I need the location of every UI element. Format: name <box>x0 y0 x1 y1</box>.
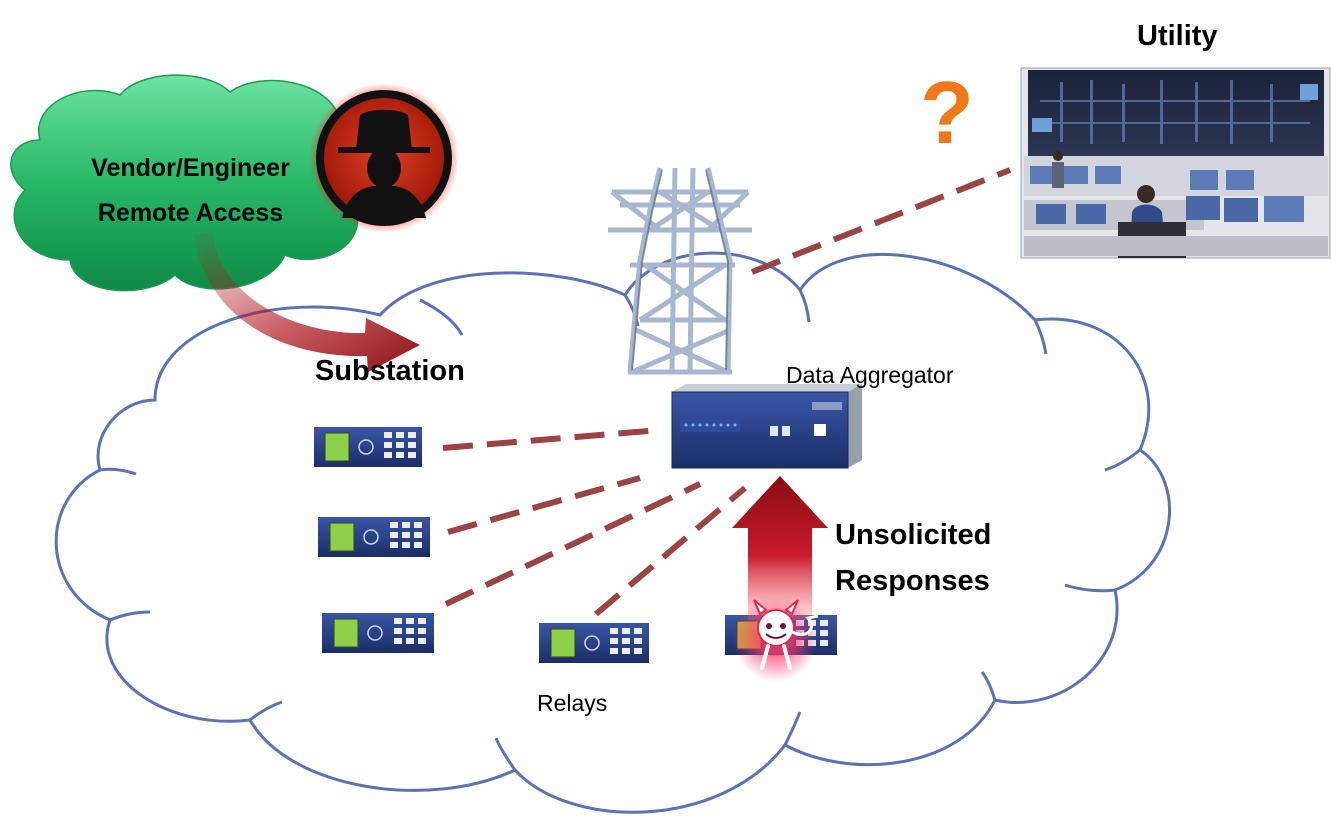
relay-device <box>537 621 651 665</box>
cloud-inner-arc <box>419 298 464 336</box>
question-mark-icon: ? <box>920 63 974 162</box>
cloud-inner-arc <box>980 671 997 701</box>
data-aggregator-device <box>671 384 862 469</box>
cloud-inner-arc <box>99 467 137 476</box>
cloud-inner-arc <box>1064 583 1116 593</box>
devil-malware-icon <box>734 598 819 682</box>
unsolicited-responses-label: Unsolicited Responses <box>835 512 991 604</box>
hacker-icon <box>309 83 459 233</box>
vendor-cloud <box>10 74 376 292</box>
relay-link-dashed <box>442 427 661 451</box>
relay-device <box>320 611 436 655</box>
relay-device <box>312 425 424 469</box>
relay-link-dashed <box>594 485 747 617</box>
relay-link-dashed <box>444 481 702 607</box>
substation-cloud <box>54 251 1171 814</box>
vendor-label-line2: Remote Access <box>97 199 284 227</box>
cloud-inner-arc <box>1033 319 1048 355</box>
unsolicited-label-line2: Responses <box>835 565 990 597</box>
data-aggregator-label: Data Aggregator <box>786 362 954 388</box>
control-room-photo <box>1020 67 1331 259</box>
vendor-remote-access-label: Vendor/Engineer Remote Access <box>58 146 323 236</box>
relay-device <box>316 515 432 559</box>
transmission-tower-shading <box>631 169 730 371</box>
cloud-inner-arc <box>109 610 151 622</box>
cloud-inner-arc <box>494 737 517 771</box>
utility-title: Utility <box>1137 20 1218 52</box>
cloud-inner-arc <box>798 289 811 323</box>
remote-access-arrow <box>194 232 420 372</box>
unsolicited-label-line1: Unsolicited <box>835 519 992 551</box>
transmission-tower-icon <box>608 167 752 375</box>
vendor-label-line1: Vendor/Engineer <box>91 154 290 182</box>
relay-link-dashed <box>447 475 641 535</box>
cloud-inner-arc <box>249 700 283 722</box>
utility-link-dashed <box>750 167 1012 275</box>
unsolicited-response-arrow <box>732 476 828 620</box>
cloud-inner-arc <box>783 711 802 746</box>
relays-label: Relays <box>537 690 608 716</box>
cloud-inner-arc <box>1104 448 1141 472</box>
substation-title: Substation <box>315 355 465 387</box>
